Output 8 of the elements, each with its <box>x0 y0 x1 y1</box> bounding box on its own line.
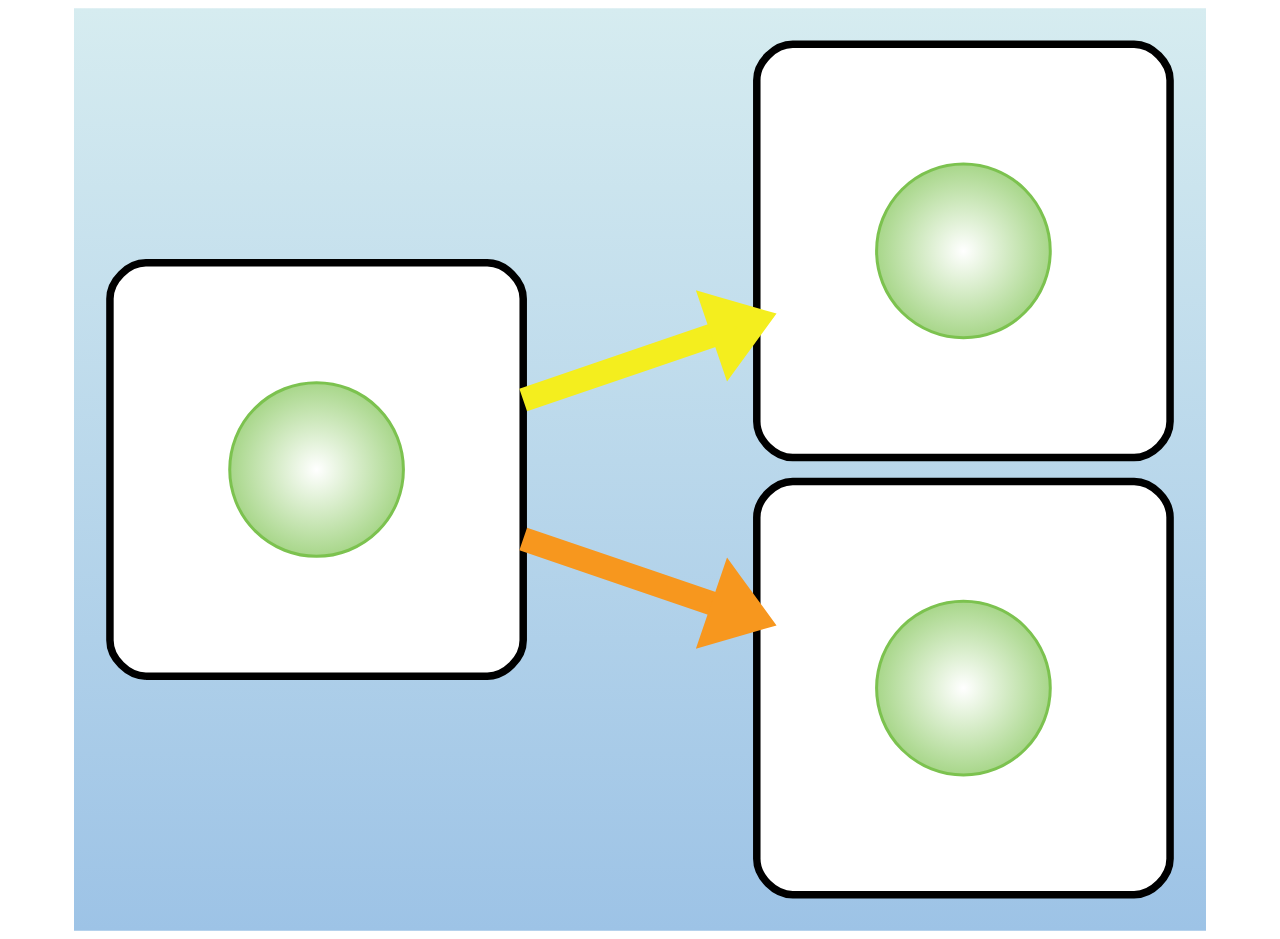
node-circle <box>875 162 1052 340</box>
node-circle <box>228 381 405 558</box>
cluster <box>753 477 1174 899</box>
arrow <box>519 527 777 649</box>
cluster <box>106 259 527 680</box>
arrow <box>519 290 777 412</box>
cluster <box>753 40 1174 462</box>
node-circle <box>875 599 1052 777</box>
